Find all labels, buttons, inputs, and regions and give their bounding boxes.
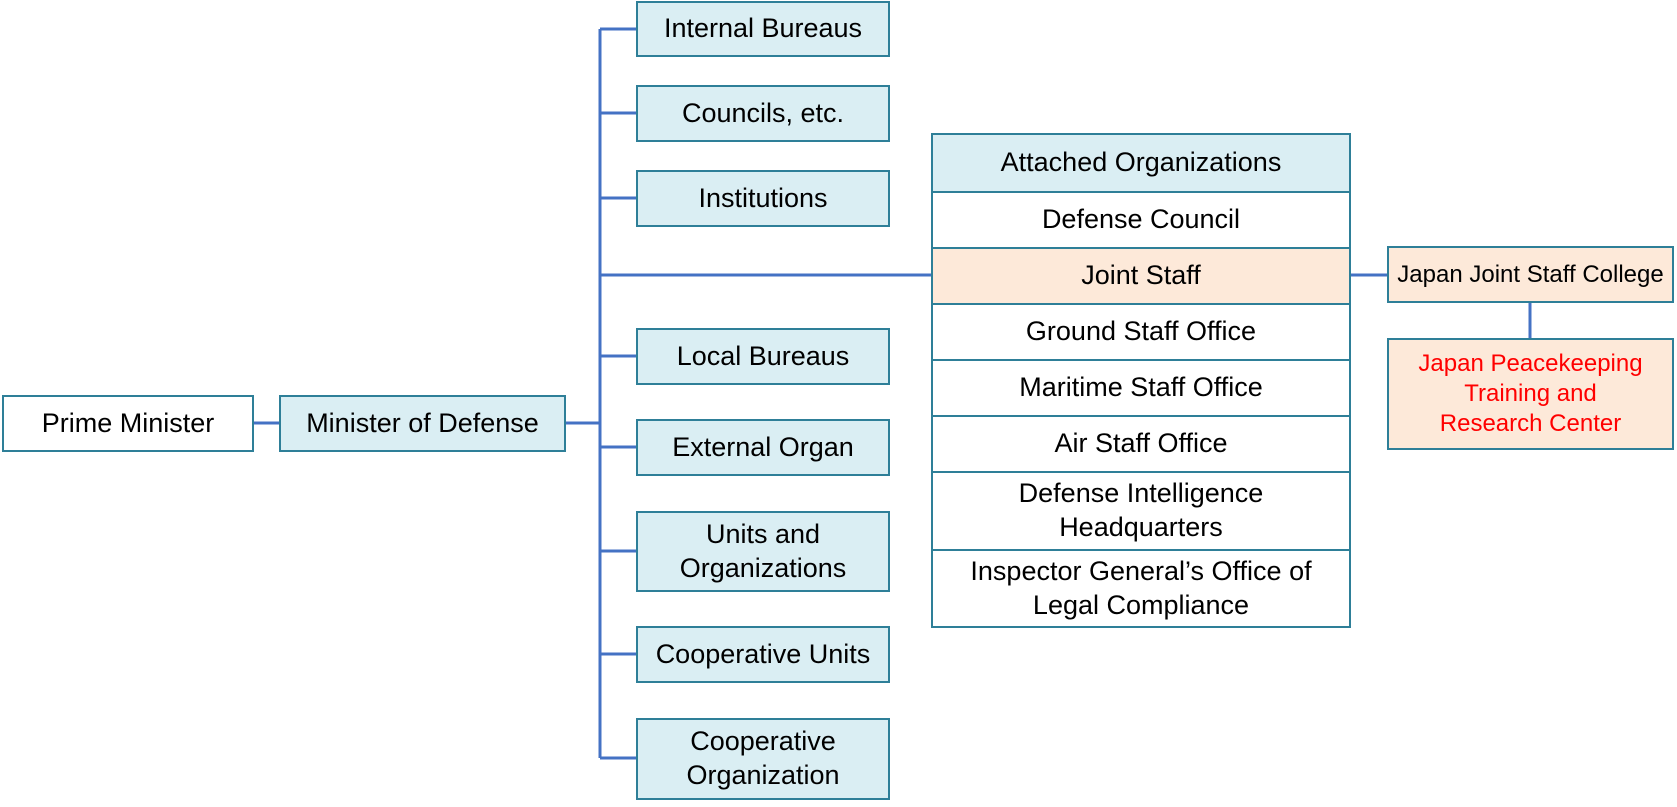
item-label: Joint Staff: [1081, 260, 1201, 291]
header-label: Attached Organizations: [1000, 147, 1282, 178]
attached-item-defense-intelligence-hq: Defense Intelligence Headquarters: [933, 471, 1349, 549]
node-label: Internal Bureaus: [663, 13, 863, 44]
node-label: Institutions: [698, 182, 828, 213]
node-units-and-organizations: Units and Organizations: [636, 511, 890, 592]
attached-item-ground-staff-office: Ground Staff Office: [933, 303, 1349, 359]
node-label: Local Bureaus: [676, 340, 850, 371]
node-label: Cooperative Organization: [686, 726, 840, 790]
item-label: Defense Council: [1041, 204, 1241, 235]
node-councils: Councils, etc.: [636, 85, 890, 142]
node-local-bureaus: Local Bureaus: [636, 328, 890, 385]
item-label: Maritime Staff Office: [1019, 372, 1263, 403]
attached-item-air-staff-office: Air Staff Office: [933, 415, 1349, 471]
attached-item-maritime-staff-office: Maritime Staff Office: [933, 359, 1349, 415]
node-prime-minister: Prime Minister: [2, 395, 254, 452]
item-label: Ground Staff Office: [1025, 316, 1257, 347]
item-label: Inspector General’s Office of Legal Comp…: [970, 555, 1312, 620]
node-label: Japan Joint Staff College: [1397, 260, 1664, 288]
attached-item-defense-council: Defense Council: [933, 191, 1349, 247]
item-label: Air Staff Office: [1054, 428, 1228, 459]
node-cooperative-organization: Cooperative Organization: [636, 718, 890, 800]
attached-organizations-table: Attached Organizations Defense Council J…: [931, 133, 1351, 628]
node-label: Japan Peacekeeping Training and Research…: [1418, 350, 1643, 437]
attached-organizations-header: Attached Organizations: [933, 135, 1349, 191]
node-label: Cooperative Units: [655, 638, 871, 669]
item-label: Defense Intelligence Headquarters: [1018, 478, 1264, 542]
node-cooperative-units: Cooperative Units: [636, 626, 890, 683]
node-label: Councils, etc.: [681, 97, 845, 128]
node-label: External Organ: [672, 431, 854, 462]
node-institutions: Institutions: [636, 170, 890, 227]
node-minister-of-defense: Minister of Defense: [279, 395, 566, 452]
node-internal-bureaus: Internal Bureaus: [636, 1, 890, 57]
node-peacekeeping-center: Japan Peacekeeping Training and Research…: [1387, 338, 1674, 450]
node-label: Minister of Defense: [306, 407, 539, 438]
node-external-organ: External Organ: [636, 419, 890, 476]
node-japan-joint-staff-college: Japan Joint Staff College: [1387, 246, 1674, 303]
node-label: Units and Organizations: [679, 518, 847, 583]
node-label: Prime Minister: [41, 407, 215, 438]
attached-item-joint-staff: Joint Staff: [933, 247, 1349, 303]
attached-item-inspector-general: Inspector General’s Office of Legal Comp…: [933, 549, 1349, 626]
